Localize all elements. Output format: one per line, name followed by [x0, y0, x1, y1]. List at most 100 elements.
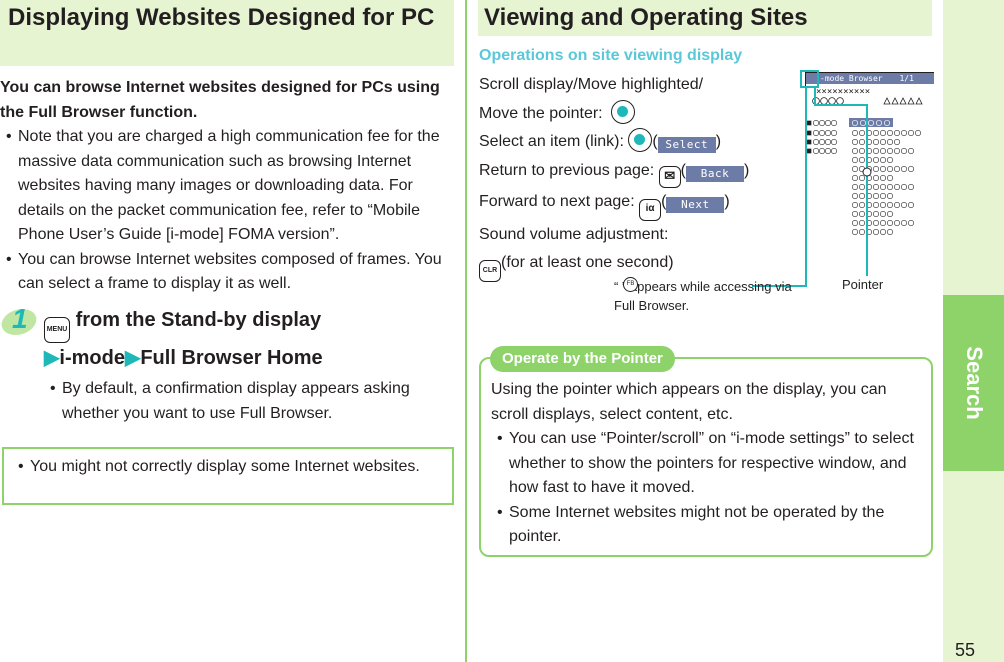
op-clr-note: (for at least one second) — [501, 254, 674, 271]
screen-dot — [908, 220, 915, 227]
screen-dot — [873, 175, 880, 182]
screen-dot — [908, 129, 915, 136]
i-appli-key-icon: iα — [639, 198, 662, 221]
screen-dot — [894, 184, 901, 191]
fb-callout-text: “ ” appears while accessing via Full Bro… — [614, 279, 792, 313]
screen-dot — [887, 202, 894, 209]
screen-dot — [851, 157, 858, 164]
screen-dot — [851, 175, 858, 182]
callout-lines — [752, 70, 872, 287]
screen-dot — [851, 166, 858, 173]
pointer-box-content: Using the pointer which appears on the d… — [491, 378, 921, 550]
screen-dot — [858, 129, 865, 136]
sidebar-tab-search: Search — [943, 295, 1004, 471]
screen-dot — [901, 166, 908, 173]
screen-dot — [880, 148, 887, 155]
screen-dot — [887, 175, 894, 182]
screen-dot — [851, 211, 858, 218]
pointer-callout: Pointer — [842, 277, 884, 292]
screen-dot — [873, 129, 880, 136]
screen-header-text: -mode Browser — [820, 74, 883, 83]
step-seg1: i-mode — [59, 347, 125, 369]
screen-dot — [887, 148, 894, 155]
menu-key-icon: MENU — [44, 317, 70, 343]
screen-dot — [873, 211, 880, 218]
sidebar-band-lower — [943, 471, 1004, 662]
step-1: MENU from the Stand-by display ▶i-mode▶F… — [44, 306, 454, 426]
op-select-label: Select an item (link): — [479, 133, 624, 150]
screen-dot — [880, 138, 887, 145]
screen-dot — [894, 220, 901, 227]
op-move-pointer-label: Move the pointer: — [479, 104, 603, 122]
screen-dot — [887, 229, 894, 236]
sidebar-band — [943, 0, 1004, 295]
screen-dot — [880, 166, 887, 173]
operations-list: Scroll display/Move highlighted/ Move th… — [479, 71, 799, 282]
notice-text: You might not correctly display some Int… — [12, 455, 442, 480]
browser-screen-illustration: -mode Browser 1/1 ×××××××××× — [805, 72, 934, 245]
screen-dot — [873, 157, 880, 164]
fb-globe-icon: FB — [623, 277, 638, 292]
screen-dot — [901, 129, 908, 136]
screen-dot — [858, 148, 865, 155]
screen-content-graphic: ×××××××××× — [806, 87, 923, 236]
screen-dot — [908, 184, 915, 191]
screen-header: -mode Browser 1/1 — [806, 73, 934, 84]
arrow-icon: ▶ — [124, 347, 141, 369]
screen-dot — [851, 220, 858, 227]
screen-dot — [858, 138, 865, 145]
fb-globe-icon-label: FB — [626, 281, 635, 287]
notice-box: You might not correctly display some Int… — [2, 447, 454, 505]
screen-dot — [858, 202, 865, 209]
fb-callout: “ ” appears while accessing via Full Bro… — [614, 277, 794, 315]
pointer-box-title: Operate by the Pointer — [490, 346, 675, 372]
pointer-box-text: Using the pointer which appears on the d… — [491, 381, 887, 423]
screen-dot — [887, 166, 894, 173]
arrow-icon: ▶ — [44, 347, 60, 369]
screen-dot — [873, 229, 880, 236]
screen-dot — [887, 129, 894, 136]
next-softkey: Next — [666, 196, 725, 213]
bullet-item: You can browse Internet websites compose… — [0, 248, 454, 297]
multi-key-icon — [611, 99, 636, 124]
screen-dot — [908, 166, 915, 173]
bullet-item: You can use “Pointer/scroll” on “i-mode … — [491, 427, 921, 501]
step-number: 1 — [0, 303, 42, 343]
screen-dot — [873, 138, 880, 145]
right-subtitle: Operations on site viewing display — [479, 47, 743, 64]
screen-dot — [880, 175, 887, 182]
screen-dot — [880, 229, 887, 236]
screen-dot — [887, 157, 894, 164]
bullet-item: Note that you are charged a high communi… — [0, 125, 454, 248]
screen-dot — [894, 166, 901, 173]
screen-dot — [887, 220, 894, 227]
clr-key-icon: CLR — [479, 260, 501, 282]
screen-dot — [873, 166, 880, 173]
screen-dot — [894, 202, 901, 209]
screen-dot — [880, 184, 887, 191]
right-section-title: Viewing and Operating Sites — [478, 0, 932, 36]
back-softkey: Back — [686, 165, 744, 182]
sidebar-label: Search — [961, 346, 987, 420]
screen-dot — [873, 220, 880, 227]
screen-dot — [880, 220, 887, 227]
screen-dot — [901, 220, 908, 227]
screen-dot — [858, 220, 865, 227]
screen-dot — [894, 129, 901, 136]
screen-dot — [880, 193, 887, 200]
pointer-info-box — [479, 357, 933, 557]
step-line1: from the Stand-by display — [75, 309, 322, 331]
screen-dot — [887, 184, 894, 191]
screen-dot — [851, 202, 858, 209]
screen-dot — [851, 148, 858, 155]
screen-dot — [880, 202, 887, 209]
step-seg2: Full Browser Home — [140, 347, 323, 369]
mail-key-icon: ✉ — [658, 165, 681, 188]
op-return-label: Return to previous page: — [479, 161, 655, 179]
screen-dot — [887, 138, 894, 145]
screen-dot — [901, 184, 908, 191]
op-forward: Forward to next page: iα(Next) — [479, 188, 799, 221]
bullet-item: Some Internet websites might not be oper… — [491, 501, 921, 550]
left-intro: You can browse Internet websites designe… — [0, 79, 440, 121]
screen-dot — [858, 229, 865, 236]
